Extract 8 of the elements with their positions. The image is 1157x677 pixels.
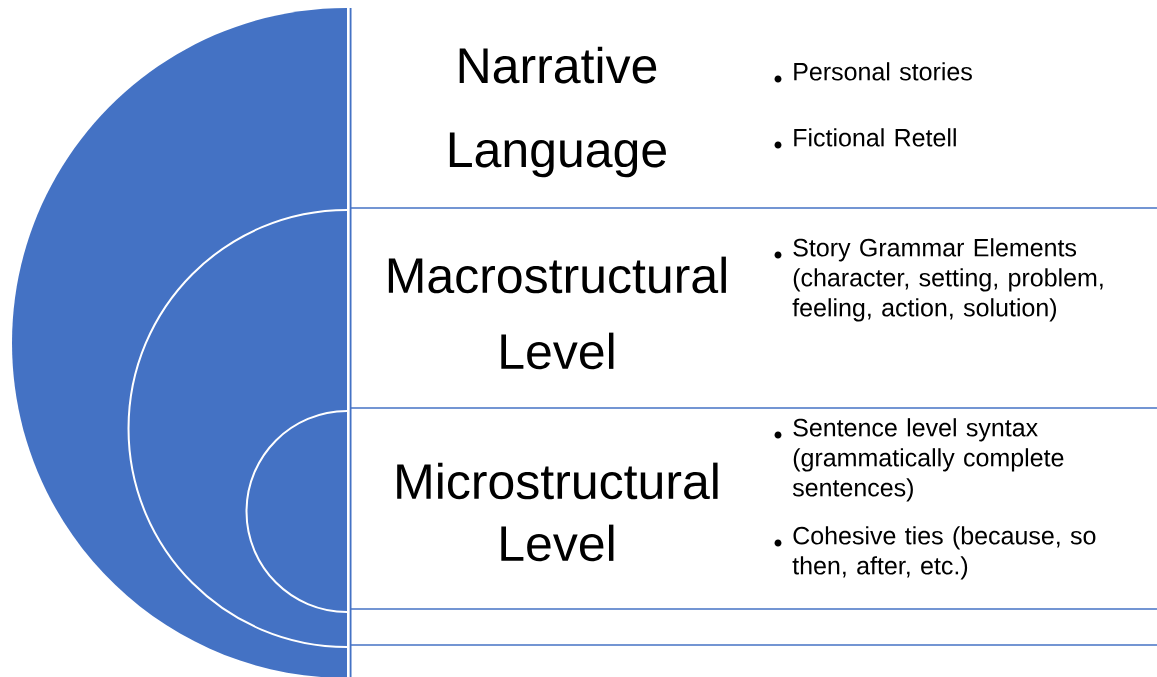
bullet-item: Fictional Retell	[794, 128, 956, 147]
heading: Macrostructural Level	[388, 256, 726, 370]
bullet-item: Personal stories	[794, 62, 972, 81]
heading: Microstructural Level	[397, 462, 718, 562]
bullet-item: Story Grammar Elements (character, setting, problem, feeling, action, solution)	[792, 238, 1103, 322]
heading: Narrative Language	[449, 46, 666, 178]
bullet-item: Sentence level syntax (grammatically complete sentences)	[792, 418, 1064, 502]
bullet-item: Cohesive ties (because, so then, after, etc.)	[792, 526, 1096, 580]
